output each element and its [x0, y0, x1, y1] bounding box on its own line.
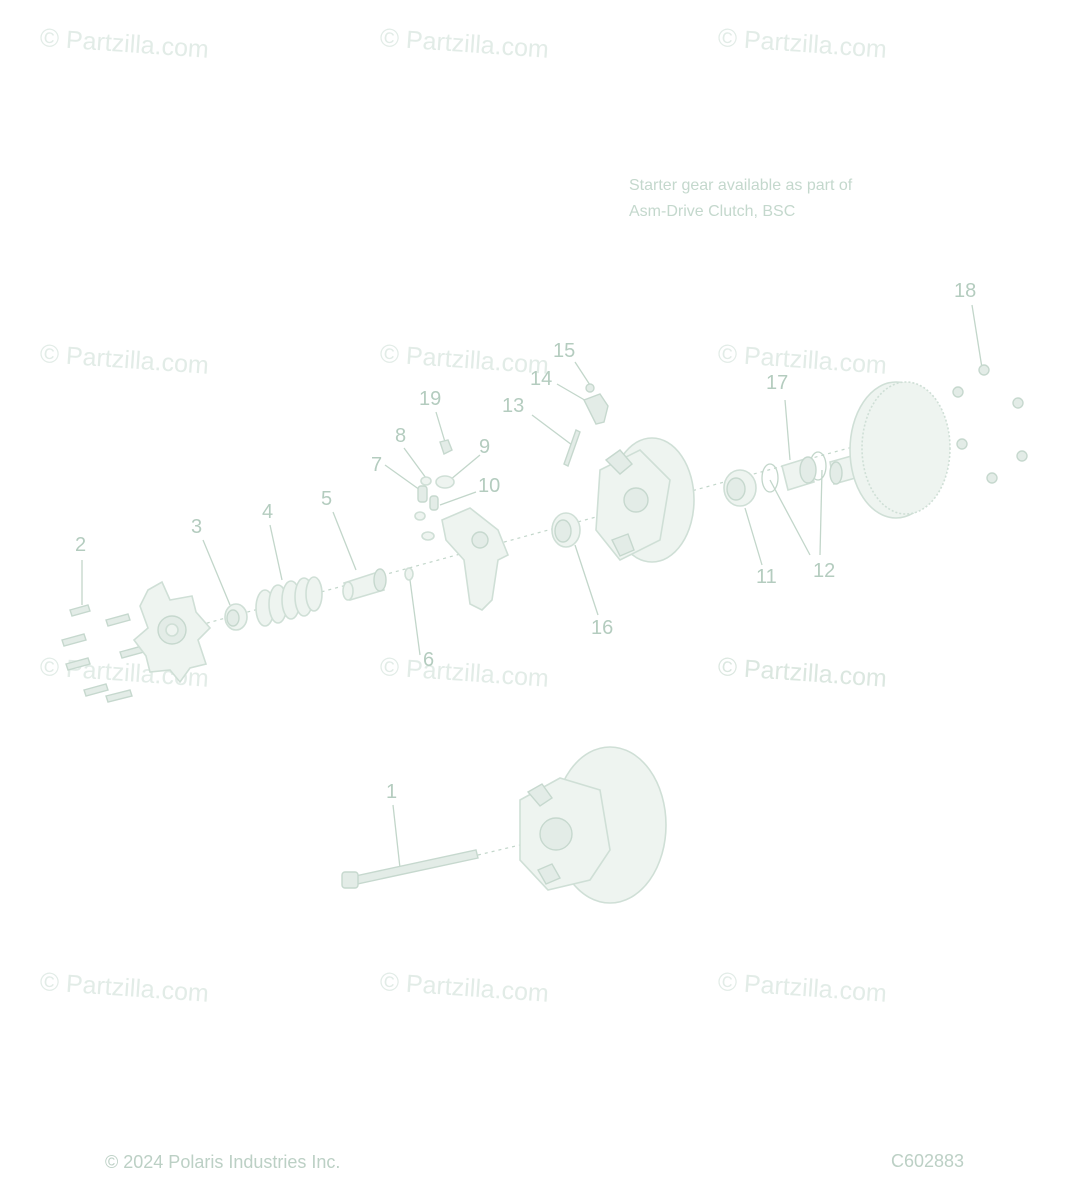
callout-10: 10 — [478, 475, 501, 497]
callout-1: 1 — [386, 781, 398, 803]
starter-gear-note: Starter gear available as part of Asm-Dr… — [629, 173, 852, 225]
o-ring-part-12 — [761, 463, 779, 493]
spring-part-4 — [255, 576, 323, 627]
callout-12: 12 — [813, 560, 836, 582]
callout-15: 15 — [553, 340, 576, 362]
assembled-clutch — [341, 746, 667, 904]
callout-2: 2 — [75, 534, 87, 556]
callout-8: 8 — [395, 425, 407, 447]
callout-3: 3 — [191, 516, 203, 538]
o-ring-part-6 — [404, 567, 414, 581]
copyright-text: © 2024 Polaris Industries Inc. — [105, 1152, 341, 1172]
screw-part-15 — [585, 383, 595, 393]
screws-part-18 — [952, 364, 1028, 484]
moveable-sheave — [595, 437, 695, 563]
bushing-part-16 — [551, 512, 581, 548]
figure-id: C602883 — [891, 1151, 965, 1171]
callout-6: 6 — [423, 649, 435, 671]
fixed-sheave-gear — [829, 381, 951, 519]
callout-14: 14 — [530, 368, 553, 390]
callout-13: 13 — [502, 395, 525, 417]
sleeve-part-5 — [342, 568, 387, 601]
note-line: Asm-Drive Clutch, BSC — [629, 203, 796, 220]
callout-7: 7 — [371, 454, 383, 476]
callout-19: 19 — [419, 388, 442, 410]
callout-11: 11 — [756, 566, 777, 588]
ring-part-3 — [224, 603, 248, 631]
spider-arm — [441, 507, 510, 611]
callout-17: 17 — [766, 372, 789, 394]
rollers-pins — [414, 475, 455, 541]
callout-4: 4 — [262, 501, 274, 523]
note-line: Starter gear available as part of — [629, 177, 853, 194]
weight-part-14 — [583, 393, 609, 425]
spider-plate — [132, 580, 212, 684]
weight-part-19 — [439, 439, 453, 455]
leader-lines — [81, 304, 983, 869]
callout-5: 5 — [321, 488, 333, 510]
sleeve-part-17 — [781, 456, 817, 492]
bearing-part-11 — [723, 469, 757, 507]
callout-9: 9 — [479, 436, 491, 458]
bolts-part-2 — [61, 604, 145, 703]
callout-16: 16 — [591, 617, 614, 639]
pin-part-13 — [563, 429, 581, 467]
callout-18: 18 — [954, 280, 977, 302]
bolt-part-1 — [345, 849, 479, 887]
